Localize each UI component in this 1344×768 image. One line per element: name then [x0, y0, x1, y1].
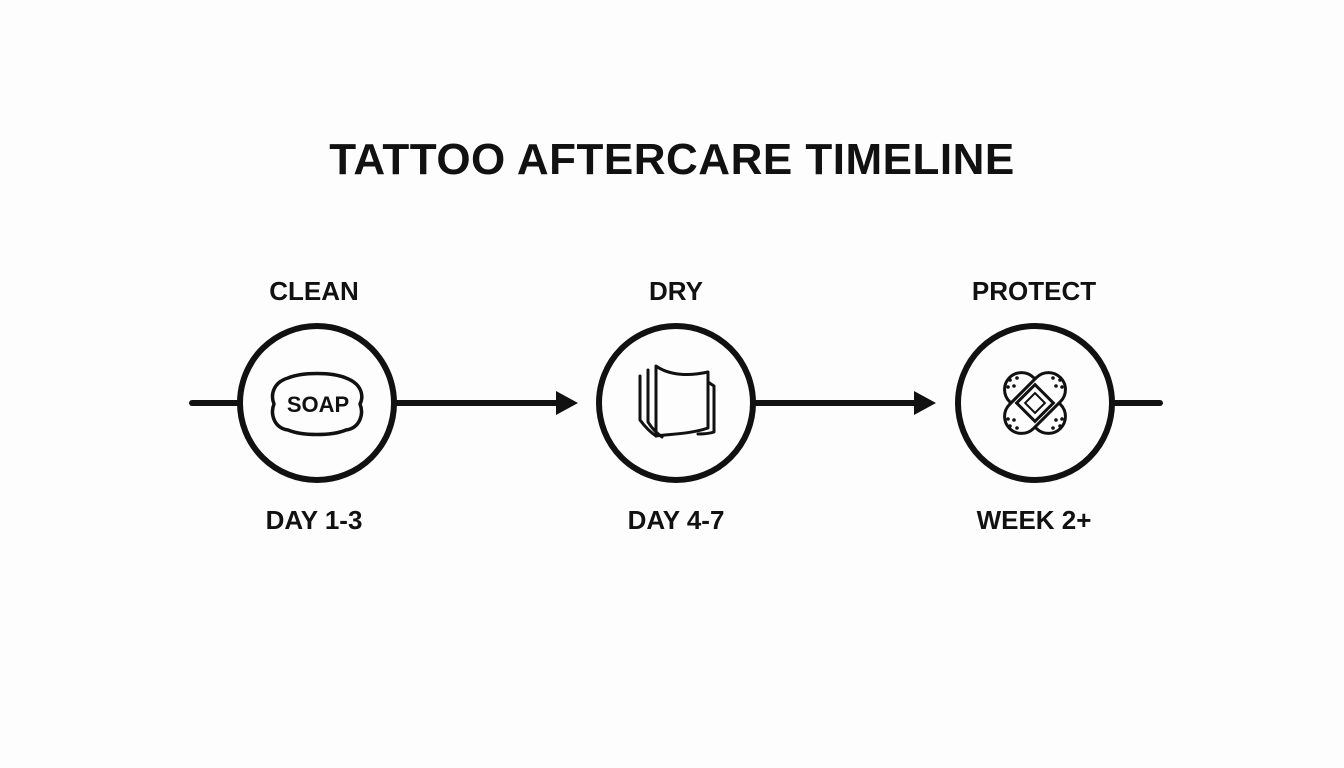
step-time-clean: DAY 1-3: [265, 505, 363, 535]
step-label-clean: CLEAN: [269, 276, 359, 306]
towel-icon: [638, 364, 716, 439]
soap-icon-label: SOAP: [287, 392, 349, 417]
bandage-icon: [1003, 371, 1067, 435]
step-circle-dry: [596, 323, 756, 483]
step-time-dry: DAY 4-7: [627, 505, 725, 535]
arrow-head-icon: [556, 391, 578, 415]
page-title: TATTOO AFTERCARE TIMELINE: [329, 135, 1015, 184]
step-label-protect: PROTECT: [971, 276, 1097, 306]
arrow-head-icon: [914, 391, 936, 415]
step-label-dry: DRY: [649, 276, 703, 306]
step-time-protect: WEEK 2+: [976, 505, 1092, 535]
soap-icon: SOAP: [270, 371, 364, 437]
step-circle-clean: [237, 323, 397, 483]
